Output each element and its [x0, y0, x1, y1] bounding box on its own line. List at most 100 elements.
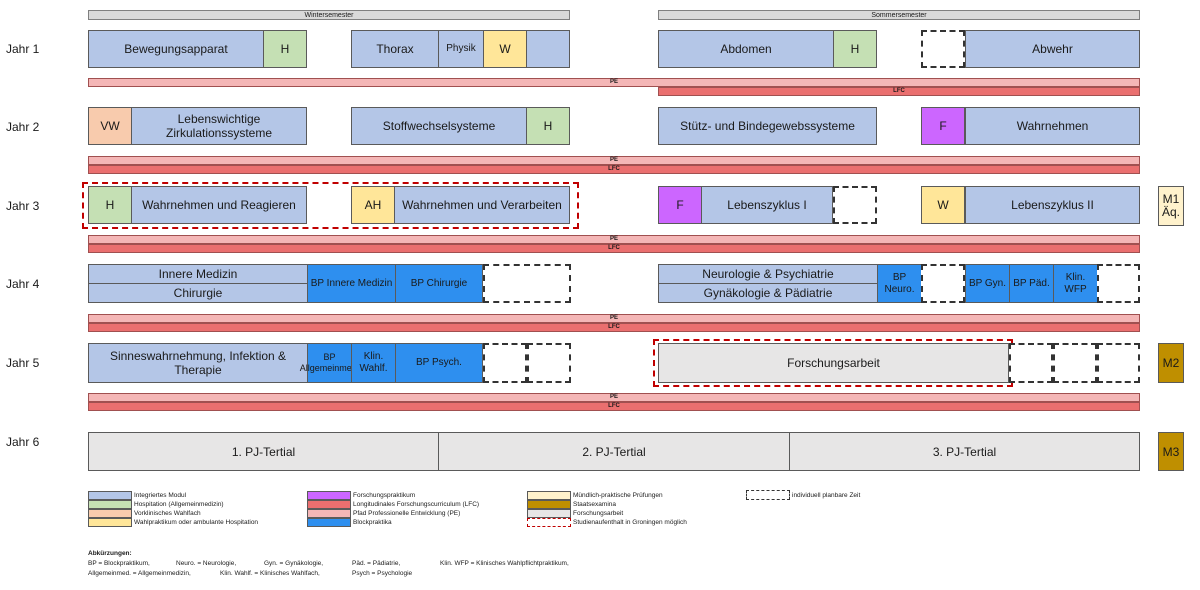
hospitation-block: H: [833, 30, 877, 68]
legend-swatch-individuell: [746, 490, 790, 500]
individual-time-slot: [921, 264, 965, 303]
vorklinisches-wahlfach-block: VW: [88, 107, 132, 145]
legend-swatch-wahlpraktikum: [88, 518, 132, 527]
individual-time-slot: [483, 343, 527, 383]
exam-m3: M3: [1158, 432, 1184, 471]
module-lebenszyklus-1: Lebenszyklus I: [701, 186, 833, 224]
bp-gynaekologie: BP Gyn.: [965, 264, 1010, 303]
legend-label-wahlpraktikum: Wahlpraktikum oder ambulante Hospitation: [134, 519, 259, 526]
legend-label-forschungspraktikum: Forschungspraktikum: [353, 492, 416, 499]
module-innere-medizin: Innere Medizin: [88, 264, 308, 284]
legend-swatch-staatsexamina: [527, 500, 571, 509]
module-sinneswahrnehmung: Sinneswahrnehmung, Infektion & Therapie: [88, 343, 308, 383]
individual-time-slot: [527, 343, 571, 383]
bp-allgemeinmedizin: BP Allgemeinmed.: [300, 343, 359, 383]
abbreviation-gyn: Gyn. = Gynäkologie,: [264, 560, 324, 567]
module-bewegungsapparat: Bewegungsapparat: [88, 30, 264, 68]
pj-tertial-3: 3. PJ-Tertial: [789, 432, 1140, 471]
individual-time-slot: [1009, 343, 1053, 383]
summer-semester-header: Sommersemester: [658, 10, 1140, 20]
individual-time-slot: [1097, 264, 1140, 303]
year-1-label: Jahr 1: [6, 42, 40, 56]
klinisches-wahlpflichtpraktikum: Klin. WFP: [1053, 264, 1098, 303]
abbreviation-bp: BP = Blockpraktikum,: [88, 560, 150, 567]
klinisches-wahlfach: Klin. Wahlf.: [351, 343, 396, 383]
legend-swatch-hospitation: [88, 500, 132, 509]
ambulante-hospitation-block: AH: [351, 186, 395, 224]
wahlpraktikum-block: W: [921, 186, 965, 224]
year-6-label: Jahr 6: [6, 435, 40, 449]
legend-label-lfc: Longitudinales Forschungscurriculum (LFC…: [353, 501, 480, 508]
lfc-bar: LFC: [88, 165, 1140, 174]
legend-label-groningen: Studienaufenthalt in Groningen möglich: [573, 519, 687, 526]
module-wahrnehmen-verarbeiten: Wahrnehmen und Verarbeiten: [394, 186, 570, 224]
legend-label-hospitation: Hospitation (Allgemeinmedizin): [134, 501, 224, 508]
pj-tertial-1: 1. PJ-Tertial: [88, 432, 439, 471]
winter-semester-header: Wintersemester: [88, 10, 570, 20]
legend-label-forschungsarbeit: Forschungsarbeit: [573, 510, 624, 517]
lfc-bar: LFC: [658, 87, 1140, 96]
module-wahrnehmen-reagieren: Wahrnehmen und Reagieren: [131, 186, 307, 224]
forschungsarbeit-block: Forschungsarbeit: [658, 343, 1009, 383]
module-stuetz-bindegewebe: Stütz- und Bindegewebssysteme: [658, 107, 877, 145]
individual-time-slot: [921, 30, 965, 68]
bp-chirurgie: BP Chirurgie: [395, 264, 483, 303]
abbreviation-psych: Psych = Psychologie: [352, 570, 413, 577]
module-abwehr: Abwehr: [965, 30, 1140, 68]
abbreviation-neuro: Neuro. = Neurologie,: [176, 560, 237, 567]
pe-bar: PE: [88, 314, 1140, 323]
legend-label-staatsexamina: Staatsexamina: [573, 501, 616, 508]
individual-time-slot: [483, 264, 571, 303]
individual-time-slot: [1053, 343, 1097, 383]
bp-paediatrie: BP Päd.: [1009, 264, 1054, 303]
year-3-label: Jahr 3: [6, 199, 40, 213]
abbreviation-wahlfach: Klin. Wahlf. = Klinisches Wahlfach,: [220, 570, 320, 577]
forschungspraktikum-block: F: [658, 186, 702, 224]
bp-neurologie: BP Neuro.: [877, 264, 922, 303]
pe-bar: PE: [88, 393, 1140, 402]
module-zirkulationssysteme: Lebenswichtige Zirkulationssysteme: [131, 107, 307, 145]
module-thorax: Thorax: [351, 30, 439, 68]
legend-label-pe: Pfad Professionelle Entwicklung (PE): [353, 510, 461, 517]
year-4-label: Jahr 4: [6, 277, 40, 291]
exam-m2: M2: [1158, 343, 1184, 383]
groningen-outline: [82, 182, 579, 229]
module-stoffwechselsysteme: Stoffwechselsysteme: [351, 107, 527, 145]
pe-bar: PE: [88, 235, 1140, 244]
wahlpraktikum-block: W: [483, 30, 527, 68]
abbreviation-wfp: Klin. WFP = Klinisches Wahlpflichtprakti…: [440, 560, 569, 567]
module-gynaekologie-paediatrie: Gynäkologie & Pädiatrie: [658, 283, 878, 303]
pe-bar: PE: [88, 156, 1140, 165]
abbreviation-allgemeinmed: Allgemeinmed. = Allgemeinmedizin,: [88, 570, 191, 577]
bp-innere-medizin: BP Innere Medizin: [307, 264, 396, 303]
forschungspraktikum-block: F: [921, 107, 965, 145]
legend-swatch-lfc: [307, 500, 351, 509]
individual-time-slot: [1097, 343, 1140, 383]
module-wahrnehmen: Wahrnehmen: [965, 107, 1140, 145]
module-thorax-continued: [526, 30, 570, 68]
legend-swatch-forschungsarbeit: [527, 509, 571, 518]
legend-swatch-vorklinisch: [88, 509, 132, 518]
hospitation-block: H: [263, 30, 307, 68]
legend-swatch-muendlich: [527, 491, 571, 500]
module-lebenszyklus-2: Lebenszyklus II: [965, 186, 1140, 224]
legend-label-individuell: individuell planbare Zeit: [792, 492, 861, 499]
hospitation-block: H: [88, 186, 132, 224]
legend-label-blockpraktika: Blockpraktika: [353, 519, 392, 526]
pe-bar: PE: [88, 78, 1140, 87]
legend-label-integriert: Integriertes Modul: [134, 492, 187, 499]
abbreviation-paed: Päd. = Pädiatrie,: [352, 560, 401, 567]
hospitation-block: H: [526, 107, 570, 145]
lfc-bar: LFC: [88, 244, 1140, 253]
lfc-bar: LFC: [88, 323, 1140, 332]
module-physik: Physik: [438, 30, 484, 68]
lfc-bar: LFC: [88, 402, 1140, 411]
legend-swatch-integriert: [88, 491, 132, 500]
groningen-outline: [653, 339, 1013, 387]
pj-tertial-2: 2. PJ-Tertial: [438, 432, 790, 471]
legend-swatch-forschungspraktikum: [307, 491, 351, 500]
module-abdomen: Abdomen: [658, 30, 834, 68]
abbreviations-title: Abkürzungen:: [88, 550, 132, 557]
module-chirurgie: Chirurgie: [88, 283, 308, 303]
legend-swatch-pe: [307, 509, 351, 518]
